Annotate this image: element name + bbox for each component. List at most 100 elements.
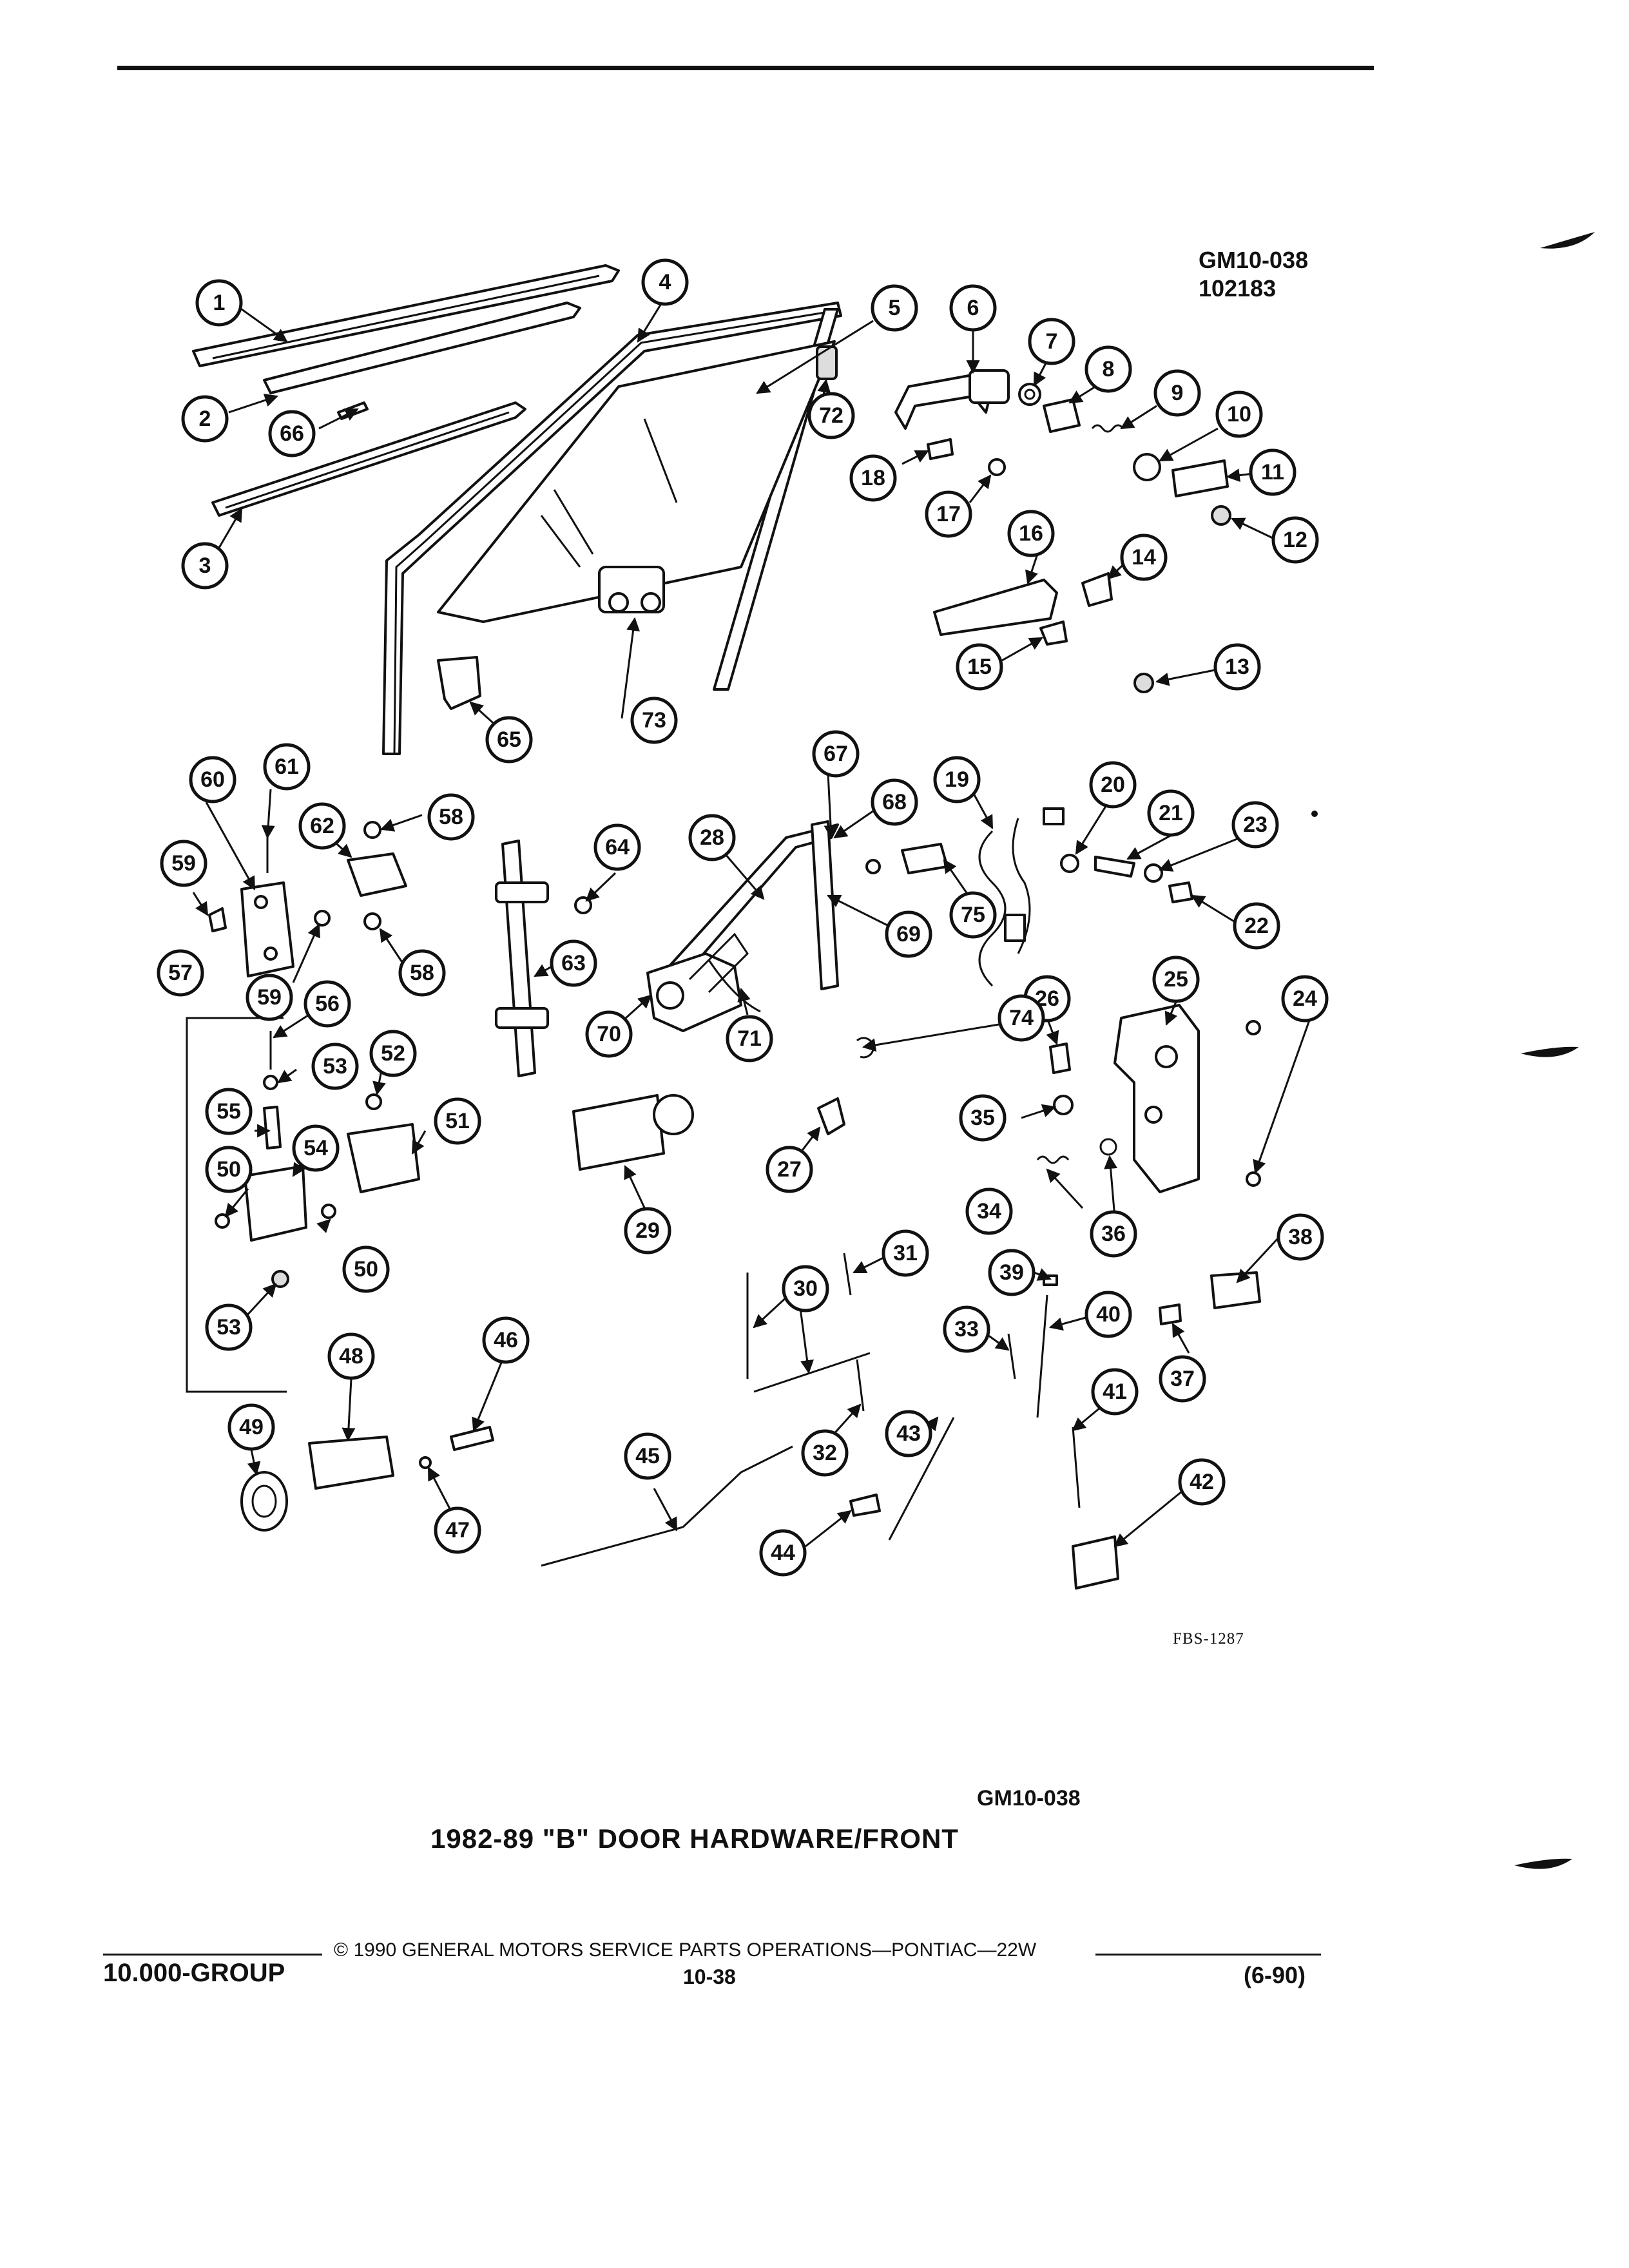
callout-6: 6 bbox=[949, 284, 997, 332]
svg-text:17: 17 bbox=[936, 502, 961, 526]
callout-74: 74 bbox=[998, 994, 1045, 1042]
callout-52: 52 bbox=[369, 1030, 417, 1077]
svg-text:47: 47 bbox=[445, 1518, 470, 1542]
svg-text:34: 34 bbox=[977, 1199, 1001, 1224]
parts bbox=[186, 264, 1261, 1590]
part-47 bbox=[419, 1456, 432, 1469]
callout-35: 35 bbox=[959, 1094, 1007, 1142]
svg-text:35: 35 bbox=[970, 1106, 995, 1130]
callout-66: 66 bbox=[268, 410, 316, 457]
svg-text:61: 61 bbox=[275, 754, 299, 779]
svg-text:58: 58 bbox=[439, 805, 463, 829]
callout-5: 5 bbox=[871, 284, 918, 332]
svg-text:53: 53 bbox=[217, 1315, 241, 1340]
svg-text:31: 31 bbox=[893, 1241, 918, 1265]
callout-10: 10 bbox=[1215, 390, 1263, 438]
callout-16: 16 bbox=[1007, 510, 1055, 557]
callout-4: 4 bbox=[641, 258, 689, 306]
callout-7: 7 bbox=[1028, 318, 1075, 365]
svg-text:65: 65 bbox=[497, 727, 521, 752]
part-inside-handle bbox=[933, 579, 1058, 636]
part-53a bbox=[263, 1075, 278, 1090]
svg-text:49: 49 bbox=[239, 1415, 264, 1439]
svg-text:24: 24 bbox=[1293, 986, 1317, 1011]
part-rod-30b bbox=[753, 1352, 871, 1393]
svg-text:44: 44 bbox=[771, 1541, 795, 1565]
callout-50b: 50 bbox=[342, 1245, 390, 1293]
part-52 bbox=[365, 1093, 382, 1110]
svg-text:59: 59 bbox=[171, 851, 196, 876]
part-gasket-11 bbox=[1171, 459, 1229, 497]
svg-text:22: 22 bbox=[1244, 914, 1269, 938]
callout-57: 57 bbox=[157, 949, 204, 997]
svg-text:55: 55 bbox=[217, 1099, 241, 1124]
callout-30: 30 bbox=[782, 1265, 829, 1312]
part-clip-18 bbox=[927, 438, 954, 460]
callout-73: 73 bbox=[630, 697, 678, 744]
svg-text:3: 3 bbox=[199, 553, 211, 578]
callout-39: 39 bbox=[988, 1249, 1036, 1296]
part-glass-stop bbox=[816, 345, 838, 380]
footer-rule-right bbox=[1095, 1954, 1321, 1956]
part-58a bbox=[363, 821, 381, 839]
part-rod-33 bbox=[1007, 1333, 1016, 1379]
callouts: 1 2 3 4 5 6 7 8 9 10 11 12 13 14 15 16 1… bbox=[157, 258, 1329, 1577]
callout-44: 44 bbox=[759, 1529, 807, 1577]
callout-58a: 58 bbox=[427, 793, 475, 841]
footer-rule-left bbox=[103, 1954, 322, 1956]
callout-3: 3 bbox=[181, 542, 229, 590]
callout-21: 21 bbox=[1147, 789, 1195, 837]
svg-text:13: 13 bbox=[1225, 655, 1249, 679]
svg-text:27: 27 bbox=[777, 1157, 802, 1182]
part-guide-rail-63 bbox=[501, 840, 536, 1077]
svg-text:29: 29 bbox=[635, 1218, 660, 1243]
top-rule bbox=[117, 66, 1374, 70]
svg-text:74: 74 bbox=[1009, 1006, 1034, 1030]
part-75 bbox=[901, 843, 949, 874]
svg-text:16: 16 bbox=[1019, 521, 1043, 546]
svg-text:63: 63 bbox=[561, 951, 586, 975]
svg-text:62: 62 bbox=[310, 814, 334, 838]
callout-23: 23 bbox=[1231, 801, 1279, 849]
figure-caption: 1982-89 "B" DOOR HARDWARE/FRONT bbox=[430, 1823, 959, 1854]
part-grommet bbox=[1018, 383, 1041, 406]
callout-54: 54 bbox=[292, 1124, 340, 1172]
footer-date: (6-90) bbox=[1244, 1962, 1306, 1988]
callout-29: 29 bbox=[624, 1207, 671, 1254]
callout-51: 51 bbox=[434, 1097, 481, 1145]
svg-text:11: 11 bbox=[1261, 460, 1284, 485]
callout-27: 27 bbox=[766, 1146, 813, 1193]
callout-18: 18 bbox=[849, 454, 897, 502]
svg-text:12: 12 bbox=[1283, 528, 1307, 552]
svg-text:70: 70 bbox=[597, 1022, 621, 1046]
part-window-motor bbox=[572, 1094, 665, 1171]
binder-marks bbox=[1311, 232, 1595, 1869]
callout-1: 1 bbox=[195, 279, 243, 327]
svg-text:57: 57 bbox=[168, 961, 193, 985]
callout-14: 14 bbox=[1120, 533, 1168, 581]
svg-text:10: 10 bbox=[1227, 402, 1251, 427]
part-spring-34 bbox=[1036, 1155, 1070, 1164]
caption-id: GM10-038 bbox=[977, 1786, 1081, 1811]
part-27 bbox=[817, 1097, 845, 1135]
callout-40: 40 bbox=[1084, 1291, 1132, 1338]
part-wiring-harness bbox=[978, 830, 1007, 987]
part-nut-13 bbox=[1133, 673, 1154, 693]
part-42 bbox=[1072, 1535, 1119, 1590]
part-50b bbox=[321, 1204, 336, 1219]
callout-17: 17 bbox=[925, 490, 972, 538]
callout-49: 49 bbox=[227, 1403, 275, 1451]
part-hinge-54 bbox=[244, 1165, 307, 1242]
svg-text:25: 25 bbox=[1164, 967, 1188, 992]
callout-43: 43 bbox=[885, 1410, 932, 1457]
callout-22: 22 bbox=[1233, 902, 1280, 950]
part-pull-handle bbox=[894, 372, 994, 430]
callout-11: 11 bbox=[1249, 448, 1296, 496]
callout-15: 15 bbox=[956, 643, 1003, 691]
figure-id: GM10-038 102183 bbox=[1199, 246, 1308, 303]
svg-text:5: 5 bbox=[889, 296, 901, 320]
footer-copyright: © 1990 GENERAL MOTORS SERVICE PARTS OPER… bbox=[334, 1939, 1037, 1961]
part-door-lock bbox=[1113, 1004, 1200, 1193]
part-53b bbox=[271, 1270, 289, 1288]
callout-48: 48 bbox=[327, 1332, 375, 1380]
